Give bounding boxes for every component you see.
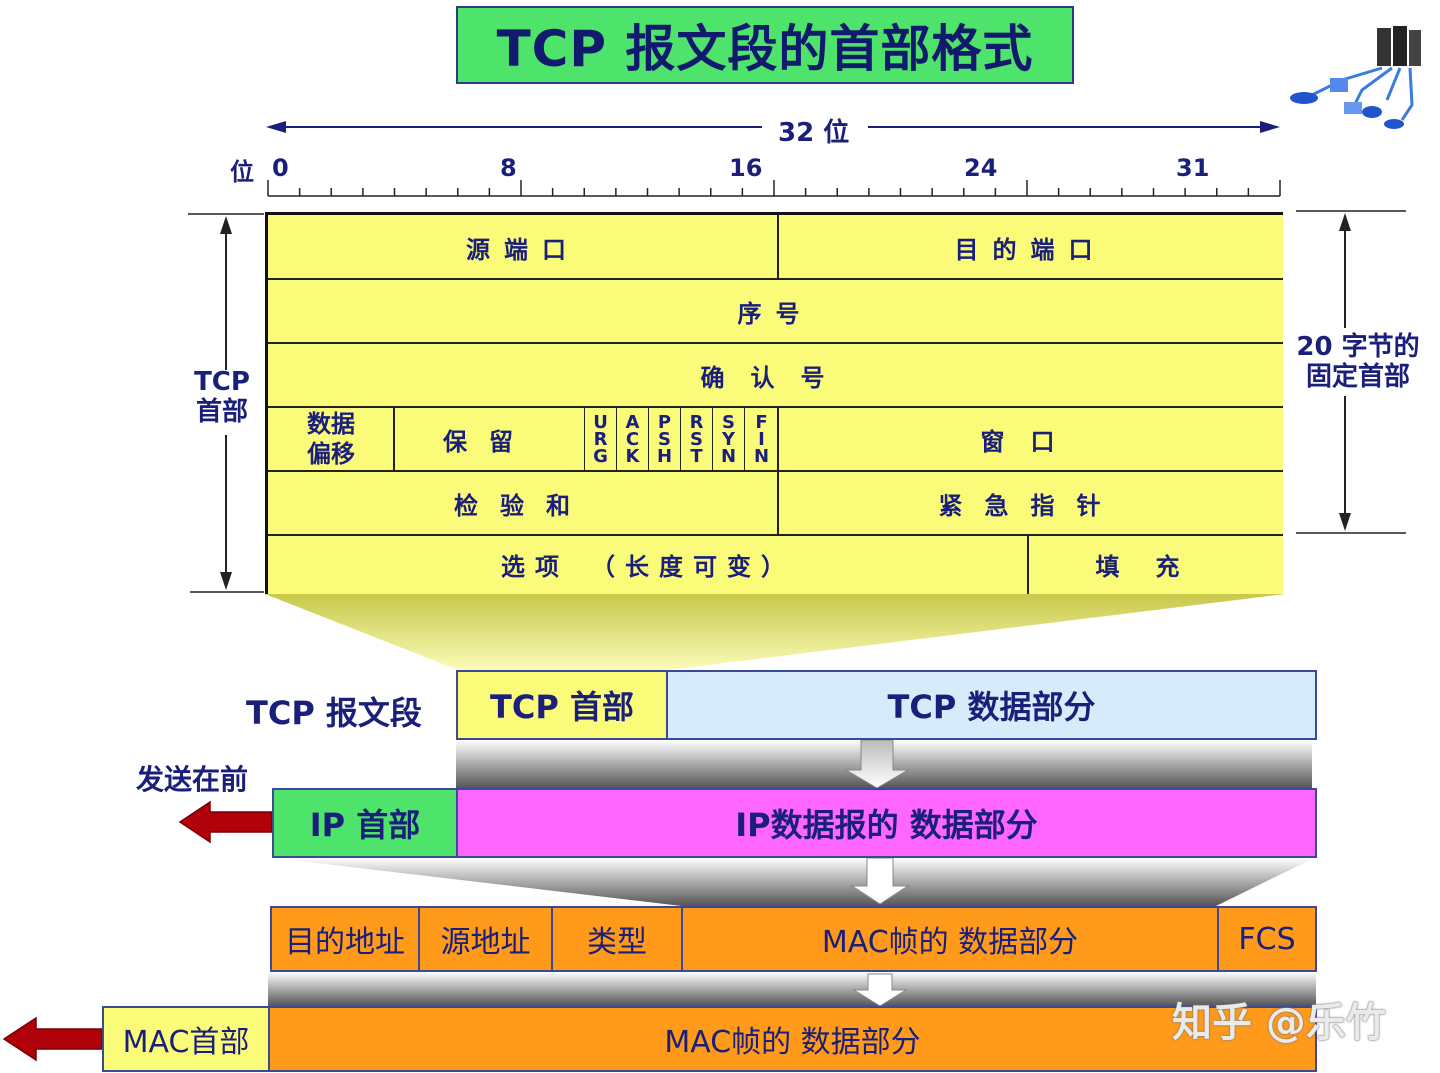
col-divider	[1027, 535, 1029, 594]
ip-header-segment: IP 首部	[272, 788, 458, 858]
tcp-header-segment: TCP 首部	[456, 670, 668, 740]
reserved-field: 保留	[394, 407, 584, 471]
urgent-pointer-field: 紧急指针	[778, 471, 1283, 535]
bit-ruler	[267, 180, 1281, 197]
row-divider	[268, 406, 1283, 408]
source-port-field: 源端口	[268, 215, 778, 279]
bit-width-arrow	[266, 121, 1280, 133]
network-icon	[1290, 26, 1421, 129]
fixed-header-side-label: 20 字节的 固定首部	[1290, 332, 1426, 392]
options-field: 选项 （长度可变）	[268, 535, 1028, 594]
bit-unit-label: 位	[230, 158, 254, 186]
tcp-header-side-line2: 首部	[195, 397, 248, 427]
send-first-label: 发送在前	[136, 763, 249, 796]
mac-dest-addr-label: 目的地址	[285, 925, 405, 960]
tcp-header-side-label: TCP 首部	[182, 367, 262, 427]
encapsulation-band-1	[456, 740, 1312, 789]
tcp-header-segment-label: TCP 首部	[490, 688, 634, 726]
ip-header-segment-label: IP 首部	[309, 806, 421, 844]
mac-header-segment: MAC首部	[102, 1006, 270, 1072]
tick-label-31: 31	[1176, 154, 1210, 182]
mac-src-addr-field: 源地址	[418, 906, 553, 972]
mac-fcs-field: FCS	[1217, 906, 1317, 972]
fixed-header-side-line1: 20 字节的	[1296, 332, 1420, 362]
watermark: 知乎 @乐竹	[1172, 1000, 1386, 1046]
mac-data-field: MAC帧的 数据部分	[681, 906, 1219, 972]
tick-label-16: 16	[729, 154, 763, 182]
ip-data-segment: IP数据报的 数据部分	[456, 788, 1317, 858]
mac-final-data-label: MAC帧的 数据部分	[664, 1025, 921, 1060]
mac-src-addr-label: 源地址	[440, 925, 531, 960]
padding-field: 填充	[1028, 535, 1283, 594]
data-offset-line2: 偏移	[307, 440, 355, 468]
row-divider	[268, 534, 1283, 536]
row-divider	[268, 470, 1283, 472]
row-divider	[268, 342, 1283, 344]
projection-funnel	[265, 594, 1285, 670]
fixed-header-bracket	[1296, 210, 1406, 534]
tcp-header-bracket	[188, 213, 264, 593]
col-divider	[393, 407, 395, 471]
mac-data-label: MAC帧的 数据部分	[821, 925, 1079, 960]
tick-label-24: 24	[964, 154, 998, 182]
mac-header-segment-label: MAC首部	[122, 1025, 250, 1060]
tick-label-0: 0	[272, 154, 289, 182]
ack-number-field: 确认号	[268, 343, 1283, 407]
encapsulation-band-2	[274, 858, 1314, 906]
tcp-segment-label: TCP 报文段	[246, 694, 422, 732]
data-offset-line1: 数据	[307, 410, 355, 438]
dest-port-field: 目的端口	[778, 215, 1283, 279]
tcp-data-segment: TCP 数据部分	[666, 670, 1317, 740]
bit-width-label: 32 位	[778, 118, 850, 148]
tick-label-8: 8	[500, 154, 517, 182]
mac-type-field: 类型	[551, 906, 683, 972]
mac-dest-addr-field: 目的地址	[270, 906, 420, 972]
encapsulation-band-3	[268, 972, 1316, 1007]
fixed-header-side-line2: 固定首部	[1305, 362, 1410, 392]
send-direction-arrow-1	[178, 800, 273, 844]
window-field: 窗口	[778, 407, 1283, 471]
mac-final-data-segment: MAC帧的 数据部分	[268, 1006, 1317, 1072]
row-divider	[268, 278, 1283, 280]
col-divider	[777, 407, 779, 535]
page-title: TCP 报文段的首部格式	[456, 6, 1074, 84]
data-offset-field: 数据 偏移	[268, 407, 394, 471]
tcp-data-segment-label: TCP 数据部分	[887, 688, 1096, 726]
sequence-number-field: 序号	[268, 279, 1283, 343]
col-divider	[777, 215, 779, 279]
ip-data-segment-label: IP数据报的 数据部分	[735, 806, 1038, 844]
mac-type-label: 类型	[587, 925, 647, 960]
mac-fcs-label: FCS	[1238, 921, 1296, 957]
send-direction-arrow-2	[2, 1016, 103, 1062]
tcp-header-side-line1: TCP	[194, 367, 250, 397]
checksum-field: 检验和	[268, 471, 778, 535]
